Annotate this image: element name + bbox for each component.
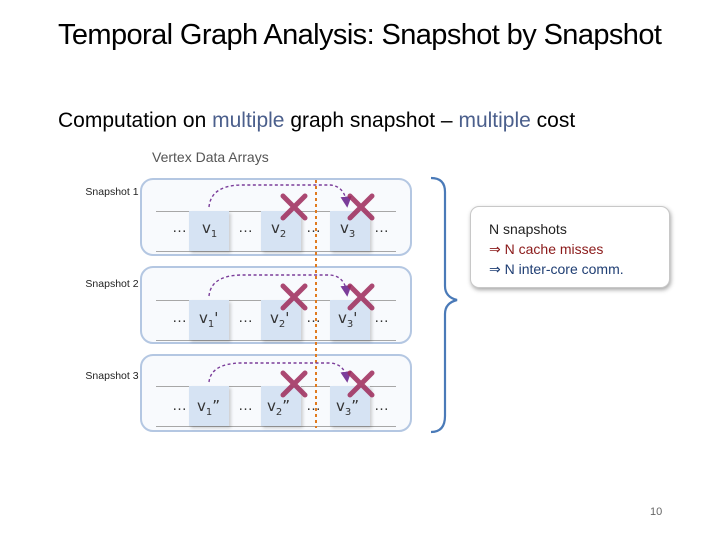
subtitle-text-1: Computation on — [58, 109, 213, 132]
snapshot-3-label: Snapshot 3 — [85, 370, 139, 382]
snapshot-1-v3-label: v3 — [340, 219, 356, 240]
snapshot-2-v1-cell — [189, 300, 229, 340]
subtitle: Computation on multiple graph snapshot –… — [58, 109, 575, 133]
snapshot-1-label: Snapshot 1 — [85, 186, 139, 198]
snapshot-1-ellipsis-b: … — [238, 219, 253, 236]
snapshot-1-v1-label: v1 — [202, 219, 218, 240]
snapshot-2-v2-label: v2' — [270, 309, 290, 330]
subtitle-highlight-1: multiple — [212, 109, 285, 132]
snapshot-2-ellipsis-c: … — [306, 309, 321, 326]
page-title: Temporal Graph Analysis: Snapshot by Sna… — [58, 19, 662, 51]
summary-callout: N snapshots ⇒ N cache misses ⇒ N inter-c… — [470, 206, 670, 288]
snapshot-2-ellipsis-d: … — [374, 309, 389, 326]
snapshot-1-ellipsis-c: … — [306, 219, 321, 236]
subtitle-text-3: cost — [530, 109, 576, 132]
snapshot-2-v1-label: v1' — [199, 309, 219, 330]
snapshot-2-ellipsis-a: … — [172, 309, 187, 326]
snapshot-2-ellipsis-b: … — [238, 309, 253, 326]
snapshot-3-v2-label: v2” — [267, 397, 291, 418]
snapshot-3-v3-label: v3” — [336, 397, 360, 418]
subtitle-highlight-2: multiple — [458, 109, 531, 132]
snapshot-1-ellipsis-d: … — [374, 219, 389, 236]
right-brace-icon — [430, 176, 458, 434]
summary-line-snapshots: N snapshots — [489, 221, 567, 237]
page-number: 10 — [650, 506, 663, 518]
snapshot-1-arrow — [208, 184, 352, 208]
subtitle-text-2: graph snapshot – — [284, 109, 459, 132]
snapshot-2-arrow — [208, 274, 352, 297]
snapshot-3-ellipsis-b: … — [238, 397, 253, 414]
cross-icon — [280, 193, 375, 398]
summary-line-inter-core: ⇒ N inter-core comm. — [489, 261, 624, 277]
snapshot-3-ellipsis-c: … — [306, 397, 321, 414]
snapshot-1-array-bottom — [156, 251, 396, 252]
snapshot-3-v1-cell — [189, 386, 229, 426]
snapshot-2-v3-label: v3' — [338, 309, 358, 330]
snapshot-1-ellipsis-a: … — [172, 219, 187, 236]
snapshot-3-ellipsis-d: … — [374, 397, 389, 414]
snapshot-3-arrow — [208, 362, 352, 383]
snapshot-3-v1-label: v1” — [197, 397, 221, 418]
snapshot-3-v2-cell — [261, 386, 301, 426]
snapshot-1-v2-label: v2 — [271, 219, 287, 240]
snapshot-3-ellipsis-a: … — [172, 397, 187, 414]
summary-line-cache-misses: ⇒ N cache misses — [489, 241, 604, 257]
snapshot-3-array-bottom — [156, 426, 396, 427]
snapshot-1-v1-cell — [189, 211, 229, 251]
vertex-data-arrays-title: Vertex Data Arrays — [152, 149, 269, 165]
snapshot-2-array-bottom — [156, 340, 396, 341]
snapshot-2-label: Snapshot 2 — [85, 278, 139, 290]
